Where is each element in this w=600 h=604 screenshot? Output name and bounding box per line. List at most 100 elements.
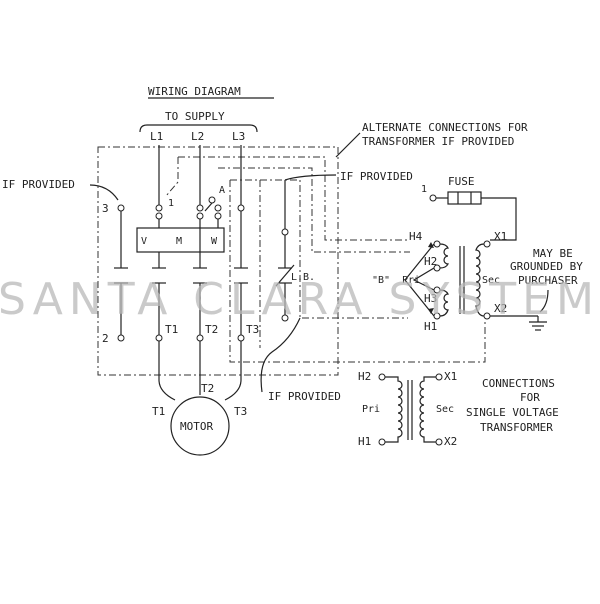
terminal-3	[117, 204, 125, 212]
terminal-w-bottom	[214, 212, 222, 220]
terminal-2-label: 2	[102, 332, 109, 345]
alt-connection-path-b	[165, 157, 179, 197]
single-note-line3: SINGLE VOLTAGE	[466, 406, 559, 419]
terminal-a	[208, 196, 216, 204]
terminal-2	[117, 334, 125, 342]
alt-connection-path-a	[178, 156, 410, 241]
single-h1-terminal	[378, 438, 386, 446]
single-x1-terminal	[435, 373, 443, 381]
transformer-h4-label: H4	[409, 230, 423, 243]
contactor-v-label: V	[141, 236, 147, 247]
ground-note-line2: GROUNDED BY	[510, 260, 583, 273]
if-provided-top-leader	[284, 174, 337, 181]
transformer-pri-label: Pri	[402, 275, 420, 286]
terminal-l2-bottom	[196, 212, 204, 220]
alt-connection-path-d	[230, 179, 408, 319]
transformer-sec-label: Sec	[482, 275, 500, 286]
motor-lead-t1-label: T1	[152, 405, 165, 418]
transformer-h1-label: H1	[424, 320, 437, 333]
terminal-l1-top	[155, 204, 163, 212]
contactor-w-label: W	[211, 236, 218, 247]
single-primary-coil	[385, 376, 403, 443]
single-h1-label: H1	[358, 435, 371, 448]
ground-note-leader	[539, 289, 549, 313]
terminal-l3-top	[237, 204, 245, 212]
terminal-l2-top	[196, 204, 204, 212]
if-provided-bottom: IF PROVIDED	[268, 390, 341, 403]
b-strap-arrow-1	[428, 242, 434, 248]
motor-label: MOTOR	[180, 420, 213, 433]
transformer-x2-label: X2	[494, 302, 507, 315]
b-strap-inner	[412, 267, 435, 291]
transformer-h2-label: H2	[424, 255, 437, 268]
single-pri-label: Pri	[362, 404, 380, 415]
load-terminal-t1	[155, 334, 163, 342]
supply-brace	[139, 124, 258, 133]
b-strap-outer	[404, 243, 435, 317]
watermark: SANTA CLARA SYSTEMS	[0, 274, 600, 325]
transformer-h4-terminal	[433, 240, 441, 248]
contactor-m-label: M	[176, 236, 182, 247]
load-terminal-t3	[237, 334, 245, 342]
motor-lead-t3	[224, 341, 242, 401]
alternate-note-leader	[335, 132, 361, 158]
terminal-a-link	[204, 202, 213, 212]
b-strap-arrow-2	[428, 308, 434, 314]
single-h2-label: H2	[358, 370, 371, 383]
load-terminal-t2	[196, 334, 204, 342]
terminal-a-label: A	[219, 185, 225, 196]
fuse-body	[447, 191, 482, 205]
transformer-h2-terminal	[433, 264, 441, 272]
load-terminal-t1-label: T1	[165, 323, 178, 336]
line-label-l3: L3	[232, 130, 245, 143]
load-terminal-t3-label: T3	[246, 323, 259, 336]
fuse-label: FUSE	[448, 175, 475, 188]
single-h2-terminal	[378, 373, 386, 381]
diagram-title: WIRING DIAGRAM	[148, 85, 241, 98]
limit-terminal-top	[281, 228, 289, 236]
motor-lead-t2-label: T2	[201, 382, 214, 395]
limit-contact-slash	[275, 264, 295, 287]
terminal-3-label: 3	[102, 202, 109, 215]
single-x1-label: X1	[444, 370, 457, 383]
fuse-terminal-label: 1	[421, 184, 427, 195]
secondary-coil	[475, 243, 485, 317]
ground-note-line3: PURCHASER	[518, 274, 578, 287]
transformer-b-label: "B"	[372, 275, 390, 286]
single-note-line4: TRANSFORMER	[480, 421, 553, 434]
line-label-l1: L1	[150, 130, 163, 143]
single-sec-label: Sec	[436, 404, 454, 415]
alternate-note-line2: TRANSFORMER IF PROVIDED	[362, 135, 514, 148]
single-secondary-coil	[419, 376, 436, 443]
ground-note-line1: MAY BE	[533, 247, 573, 260]
motor-symbol	[170, 396, 230, 456]
alt-connection-path-c	[218, 167, 410, 253]
transformer-x1-terminal	[483, 240, 491, 248]
primary-coil-lower	[439, 289, 449, 317]
single-note-line1: CONNECTIONS	[482, 377, 555, 390]
fuse-wire-right	[481, 197, 517, 241]
alternate-note-line1: ALTERNATE CONNECTIONS FOR	[362, 121, 528, 134]
if-provided-left: IF PROVIDED	[2, 178, 75, 191]
fuse-terminal	[429, 194, 437, 202]
motor-lead-t1	[158, 341, 176, 401]
single-x2-terminal	[435, 438, 443, 446]
transformer-h3-label: H3	[424, 292, 437, 305]
load-terminal-t2-label: T2	[205, 323, 218, 336]
terminal-w-top	[214, 204, 222, 212]
secondary-return-path	[229, 180, 486, 363]
line-label-l2: L2	[191, 130, 204, 143]
terminal-l1-bottom	[155, 212, 163, 220]
single-note-line2: FOR	[520, 391, 540, 404]
limit-label: L.B.	[291, 272, 315, 283]
if-provided-top: IF PROVIDED	[340, 170, 413, 183]
enclosure-boundary	[97, 146, 339, 376]
terminal-1-label: 1	[168, 198, 174, 209]
motor-lead-t3-label: T3	[234, 405, 247, 418]
contactor-coil	[136, 227, 225, 253]
single-x2-label: X2	[444, 435, 457, 448]
primary-coil-upper	[439, 243, 449, 269]
transformer-x1-label: X1	[494, 230, 507, 243]
